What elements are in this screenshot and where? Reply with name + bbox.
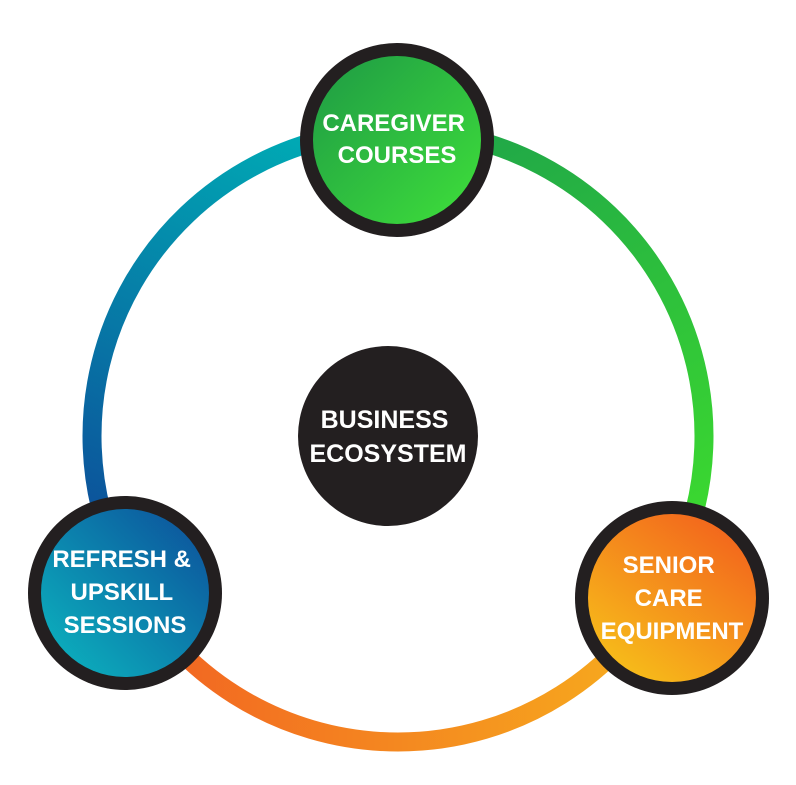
center-label-line-2: ECOSYSTEM xyxy=(310,440,467,468)
svg-text:BUSINESS ECOSYSTEM: BUSINESS ECOSYSTEM xyxy=(310,406,467,468)
center-label-line-1: BUSINESS xyxy=(321,406,449,434)
node-refresh-upskill-sessions-line-2: UPSKILL xyxy=(71,579,173,606)
node-refresh-upskill-sessions-line-3: SESSIONS xyxy=(64,612,187,639)
node-senior-care-equipment[interactable]: SENIOR CARE EQUIPMENT xyxy=(575,501,769,695)
svg-text:SENIOR CARE EQUIPM: SENIOR CARE EQUIPMENT xyxy=(601,552,744,645)
node-caregiver-courses[interactable]: CAREGIVER COURSES xyxy=(300,43,494,237)
node-caregiver-courses-line-2: COURSES xyxy=(338,142,457,169)
node-refresh-upskill-sessions-line-1: REFRESH & xyxy=(52,546,191,573)
node-refresh-upskill-sessions[interactable]: REFRESH & UPSKILL SESSIONS xyxy=(28,496,222,690)
center-node: BUSINESS ECOSYSTEM xyxy=(298,346,478,526)
svg-text:REFRESH & UPSKILL: REFRESH & UPSKILL SESSIONS xyxy=(52,546,197,639)
center-circle xyxy=(298,346,478,526)
node-senior-care-equipment-line-1: SENIOR xyxy=(623,552,715,579)
node-senior-care-equipment-line-2: CARE xyxy=(635,585,703,612)
node-senior-care-equipment-circle xyxy=(588,514,756,682)
node-refresh-upskill-sessions-circle xyxy=(41,509,209,677)
node-senior-care-equipment-line-3: EQUIPMENT xyxy=(601,618,744,645)
node-caregiver-courses-line-1: CAREGIVER xyxy=(322,110,465,137)
svg-text:CAREGIVER COURSES: CAREGIVER COURSES xyxy=(322,110,471,169)
node-caregiver-courses-circle xyxy=(313,56,481,224)
